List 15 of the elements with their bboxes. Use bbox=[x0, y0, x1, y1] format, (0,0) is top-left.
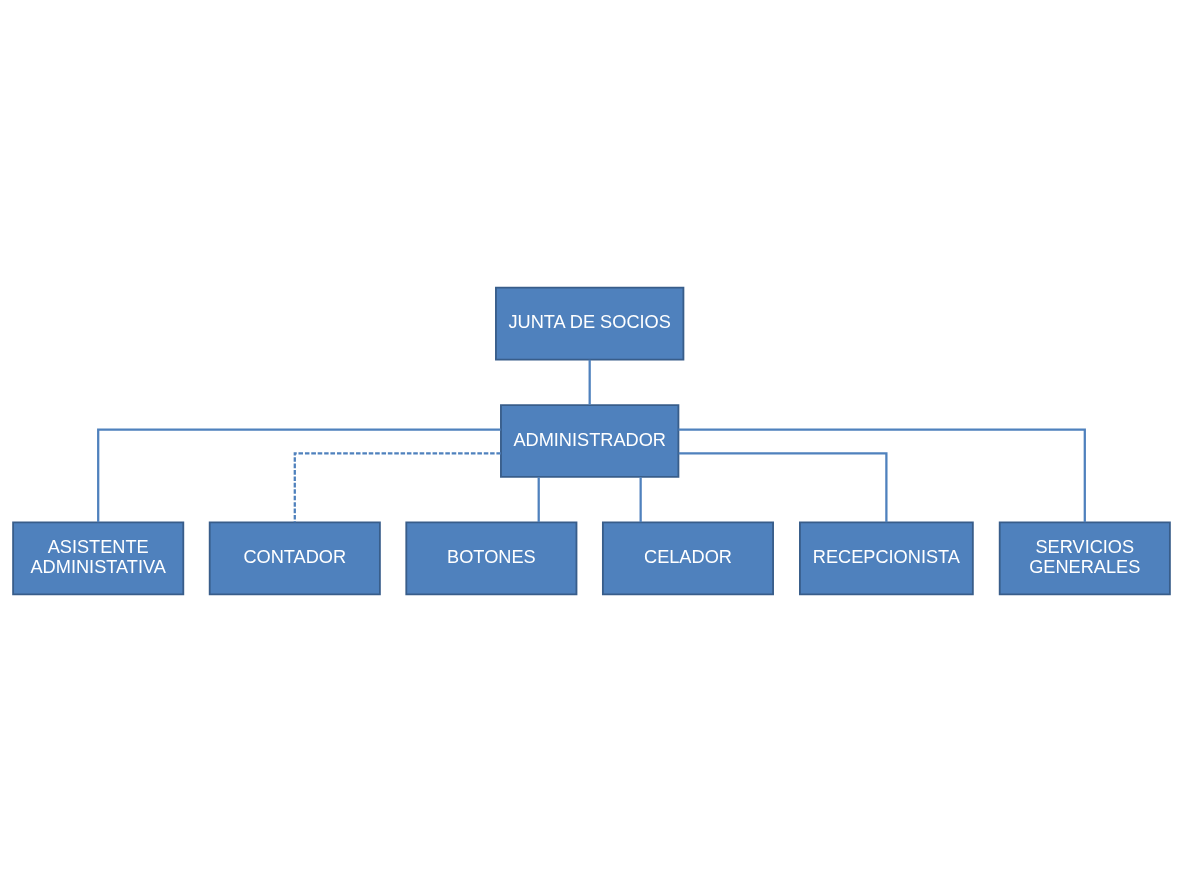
connector bbox=[678, 428, 1086, 522]
connector bbox=[537, 476, 540, 522]
node-box: CONTADOR bbox=[208, 521, 381, 595]
connector bbox=[588, 359, 591, 405]
node-box: BOTONES bbox=[405, 521, 578, 595]
node-box: JUNTA DE SOCIOS bbox=[495, 286, 685, 360]
node-box: SERVICIOS GENERALES bbox=[998, 521, 1171, 595]
node-box: RECEPCIONISTA bbox=[799, 521, 974, 595]
node-box: ASISTENTE ADMINISTATIVA bbox=[12, 521, 185, 595]
node-box: CELADOR bbox=[601, 521, 774, 595]
node-box: ADMINISTRADOR bbox=[500, 403, 680, 478]
connector bbox=[678, 451, 888, 522]
connector bbox=[293, 451, 501, 522]
connector bbox=[97, 428, 501, 522]
connector bbox=[639, 476, 642, 522]
